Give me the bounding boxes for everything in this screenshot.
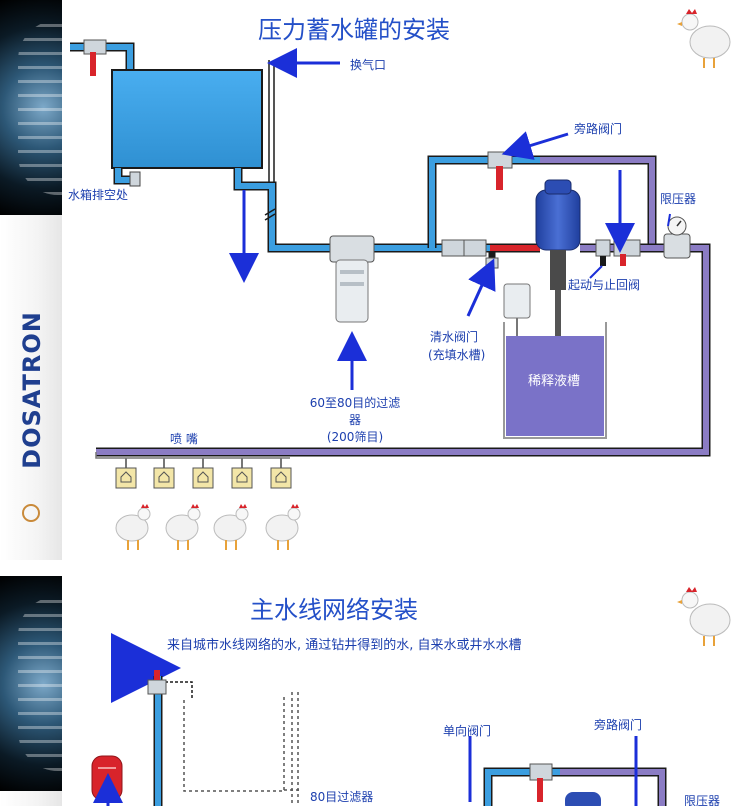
page-title: 压力蓄水罐的安装 (258, 16, 450, 44)
optional-tank-outline (183, 692, 300, 806)
pressure-limiter-icon (663, 216, 691, 259)
start-check-valve-icon (595, 239, 641, 266)
brand-coil-image (0, 576, 62, 791)
inlet-valve-icon (83, 39, 107, 76)
brand-coil-image (0, 0, 62, 215)
chicken-icon (165, 504, 201, 550)
nozzle-row (95, 452, 292, 489)
brand-strip (0, 576, 62, 806)
main-vertical-pipe (153, 676, 193, 806)
label-filter-80: 80目过滤器 (310, 790, 374, 804)
label-clean-valve: 清水阀门 (430, 330, 479, 344)
chicken-icon (265, 504, 301, 550)
section-title: 主水线网络安装 (250, 596, 418, 624)
annotation-arrows (229, 48, 671, 390)
nozzle-icon (192, 458, 214, 489)
label-bypass-valve: 旁路阀门 (574, 122, 623, 136)
label-filter-line3: (200筛目) (326, 430, 384, 444)
feed-valve-icon (441, 239, 487, 257)
dosatron-pump-icon (565, 792, 601, 806)
brand-emblem-icon (22, 504, 40, 522)
nozzle-icon (231, 458, 253, 489)
bypass-valve-icon (529, 763, 553, 802)
label-dilution-tank: 稀释液槽 (528, 374, 581, 389)
label-pressure-limiter: 限压器 (684, 794, 721, 806)
label-filter: 60至80目的过滤 器 (200筛目) (290, 394, 420, 445)
label-filter-line2: 器 (348, 413, 361, 427)
chicken-icon (213, 504, 249, 550)
label-clean-valve-note: (充填水槽) (428, 348, 486, 362)
nozzle-icon (270, 458, 292, 489)
water-tank (111, 69, 263, 169)
label-filter-line1: 60至80目的过滤 (309, 396, 401, 410)
label-start-check-valve: 起动与止回阀 (568, 278, 641, 292)
clean-water-valve-icon (485, 252, 499, 269)
panel-main-water-line-installation: 主水线网络安装 来自城市水线网络的水, 通过钻井得到的水, 自来水或井水水槽 单… (0, 576, 750, 806)
label-nozzle: 喷 嘴 (170, 432, 198, 446)
brand-strip: DOSATRON (0, 0, 62, 560)
bypass-valve-icon (487, 151, 513, 190)
label-check-valve: 单向阀门 (443, 724, 492, 738)
panel-pressure-tank-installation: DOSATRON (0, 0, 731, 560)
filter-icon (329, 235, 375, 323)
chicken-icon (677, 587, 731, 646)
chicken-icon (677, 9, 731, 68)
label-vent: 换气口 (350, 58, 387, 72)
dilution-tank (503, 322, 607, 439)
inlet-valve-icon (147, 670, 167, 695)
label-pressure-limiter: 限压器 (660, 192, 697, 206)
annotation-arrows (468, 736, 638, 806)
nozzle-icon (115, 458, 137, 489)
treated-water-pipe (96, 243, 711, 457)
chicken-icon (115, 504, 151, 550)
label-bypass-valve: 旁路阀门 (594, 718, 643, 732)
pressure-tank-diagram (70, 9, 731, 550)
main-water-line-diagram (91, 587, 731, 806)
panel-separator (0, 560, 750, 576)
drain-valve-icon (129, 171, 141, 187)
label-tank-drain: 水箱排空处 (68, 188, 129, 202)
nozzle-icon (153, 458, 175, 489)
section-subtitle: 来自城市水线网络的水, 通过钻井得到的水, 自来水或井水水槽 (167, 638, 522, 653)
